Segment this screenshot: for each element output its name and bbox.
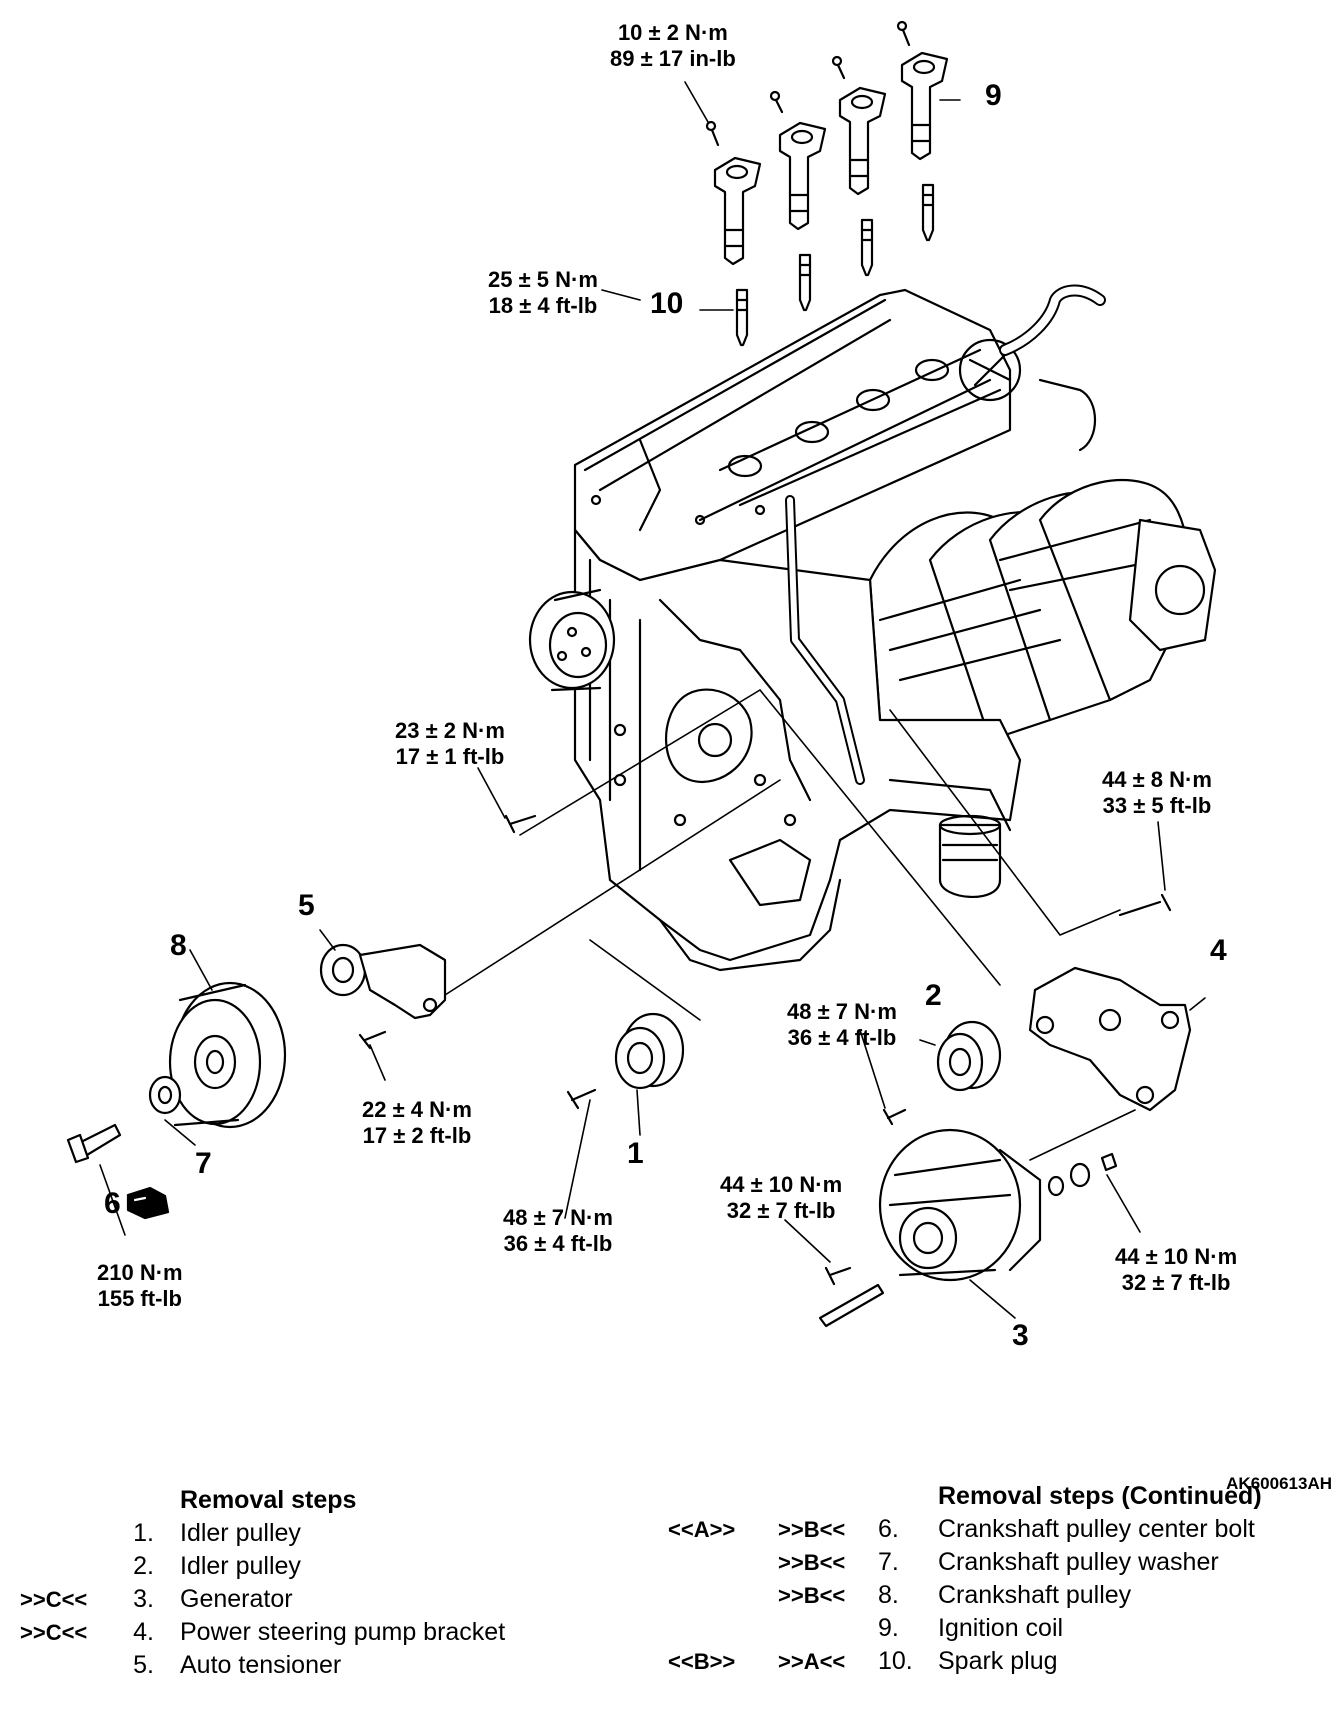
callout-4: 4 (1210, 934, 1227, 967)
step-code-b: >>A<< (778, 1649, 846, 1674)
callout-1: 1 (627, 1137, 644, 1170)
torque-imperial: 36 ± 4 ft-lb (787, 1025, 897, 1050)
generator (818, 1128, 1118, 1328)
removal-steps-continued-title: Removal steps (Continued) (938, 1482, 1262, 1510)
removal-steps-continued-list: Removal steps (Continued) <<A>> >>B<< 6.… (660, 1480, 1344, 1678)
step-number: 9. (878, 1614, 899, 1642)
torque-imperial: 36 ± 4 ft-lb (503, 1231, 613, 1256)
torque-imperial: 33 ± 5 ft-lb (1102, 793, 1212, 818)
torque-label-44nm-10-right: 44 ± 10 N·m 32 ± 7 ft-lb (1115, 1244, 1237, 1296)
engine-block (528, 284, 1217, 972)
torque-imperial: 155 ft-lb (97, 1286, 182, 1311)
torque-nm: 44 ± 8 N·m (1102, 767, 1212, 792)
callout-6: 6 (104, 1187, 121, 1220)
step-code-b: >>B<< (778, 1550, 846, 1575)
leader-lines (99, 81, 1206, 1319)
torque-label-44nm-10-left: 44 ± 10 N·m 32 ± 7 ft-lb (720, 1172, 842, 1224)
torque-nm: 10 ± 2 N·m (617, 20, 728, 45)
torque-label-23nm: 23 ± 2 N·m 17 ± 1 ft-lb (395, 718, 505, 770)
idler-pulley-1 (566, 1012, 685, 1110)
crankshaft-pulley-group (66, 981, 287, 1220)
torque-nm: 23 ± 2 N·m (395, 718, 505, 743)
idler-pulley-2 (882, 1020, 1002, 1126)
list-item: 5. Auto tensioner (0, 1649, 620, 1682)
torque-nm: 48 ± 7 N·m (787, 999, 897, 1024)
step-text: Generator (180, 1585, 293, 1613)
step-code: >>C<< (20, 1587, 88, 1612)
step-text: Idler pulley (180, 1519, 301, 1547)
auto-tensioner (319, 943, 447, 1050)
callout-9: 9 (985, 79, 1002, 112)
step-code-a: <<A>> (668, 1517, 736, 1542)
list-item: >>B<< 8. Crankshaft pulley (660, 1579, 1344, 1612)
step-number: 10. (878, 1647, 913, 1675)
torque-nm: 44 ± 10 N·m (1115, 1244, 1238, 1269)
torque-imperial: 89 ± 17 in-lb (610, 46, 736, 71)
figure-code: AK600613AH (1226, 1474, 1332, 1493)
torque-label-48nm-left: 48 ± 7 N·m 36 ± 4 ft-lb (503, 1205, 613, 1257)
torque-label-48nm-right: 48 ± 7 N·m 36 ± 4 ft-lb (787, 999, 897, 1051)
torque-nm: 25 ± 5 N·m (488, 267, 598, 292)
torque-label-spark-plug: 25 ± 5 N·m 18 ± 4 ft-lb (488, 267, 598, 319)
step-number: 3. (133, 1585, 154, 1613)
removal-steps-list: Removal steps 1. Idler pulley 2. Idler p… (0, 1484, 620, 1682)
torque-label-coil-bolt: 10 ± 2 N·m 89 ± 17 in-lb (610, 20, 736, 72)
removal-steps-title: Removal steps (180, 1486, 357, 1514)
step-code: >>C<< (20, 1620, 88, 1645)
callout-3: 3 (1012, 1319, 1029, 1352)
step-text: Power steering pump bracket (180, 1618, 506, 1646)
callout-7: 7 (195, 1147, 212, 1180)
list-item: >>C<< 4. Power steering pump bracket (0, 1616, 620, 1649)
callout-2: 2 (925, 979, 942, 1012)
torque-imperial: 32 ± 7 ft-lb (1121, 1270, 1231, 1295)
step-text: Crankshaft pulley center bolt (938, 1515, 1255, 1543)
torque-nm: 44 ± 10 N·m (720, 1172, 843, 1197)
step-number: 8. (878, 1581, 899, 1609)
step-text: Crankshaft pulley (938, 1581, 1132, 1609)
torque-label-44nm-8: 44 ± 8 N·m 33 ± 5 ft-lb (1102, 767, 1212, 819)
torque-nm: 48 ± 7 N·m (503, 1205, 613, 1230)
list-item: <<A>> >>B<< 6. Crankshaft pulley center … (660, 1513, 1344, 1546)
torque-label-22nm: 22 ± 4 N·m 17 ± 2 ft-lb (362, 1097, 472, 1149)
callout-10: 10 (650, 287, 684, 320)
torque-label-210nm: 210 N·m 155 ft-lb (97, 1260, 183, 1312)
step-number: 5. (133, 1651, 154, 1679)
step-number: 6. (878, 1515, 899, 1543)
step-number: 2. (133, 1552, 154, 1580)
step-text: Auto tensioner (180, 1651, 342, 1679)
spark-plugs (735, 183, 935, 347)
callout-8: 8 (170, 929, 187, 962)
list-item: >>B<< 7. Crankshaft pulley washer (660, 1546, 1344, 1579)
list-item: 9. Ignition coil (660, 1612, 1344, 1645)
step-code-b: >>B<< (778, 1517, 846, 1542)
torque-nm: 22 ± 4 N·m (362, 1097, 472, 1122)
engine-exploded-diagram (66, 20, 1217, 1328)
torque-imperial: 17 ± 1 ft-lb (395, 744, 505, 769)
list-item: 2. Idler pulley (0, 1550, 620, 1583)
torque-imperial: 32 ± 7 ft-lb (726, 1198, 836, 1223)
step-text: Idler pulley (180, 1552, 301, 1580)
torque-nm: 210 N·m (97, 1260, 183, 1285)
list-item: 1. Idler pulley (0, 1517, 620, 1550)
step-text: Spark plug (938, 1647, 1058, 1675)
step-code-a: <<B>> (668, 1649, 736, 1674)
torque-imperial: 17 ± 2 ft-lb (362, 1123, 472, 1148)
step-number: 7. (878, 1548, 899, 1576)
step-text: Crankshaft pulley washer (938, 1548, 1219, 1576)
ps-pump-bracket (1028, 966, 1192, 1112)
step-text: Ignition coil (938, 1614, 1064, 1642)
step-number: 1. (133, 1519, 154, 1547)
list-item: >>C<< 3. Generator (0, 1583, 620, 1616)
torque-imperial: 18 ± 4 ft-lb (488, 293, 598, 318)
list-item: <<B>> >>A<< 10. Spark plug (660, 1645, 1344, 1678)
step-number: 4. (133, 1618, 154, 1646)
callout-5: 5 (298, 889, 315, 922)
step-code-b: >>B<< (778, 1583, 846, 1608)
ignition-coils (705, 20, 949, 266)
